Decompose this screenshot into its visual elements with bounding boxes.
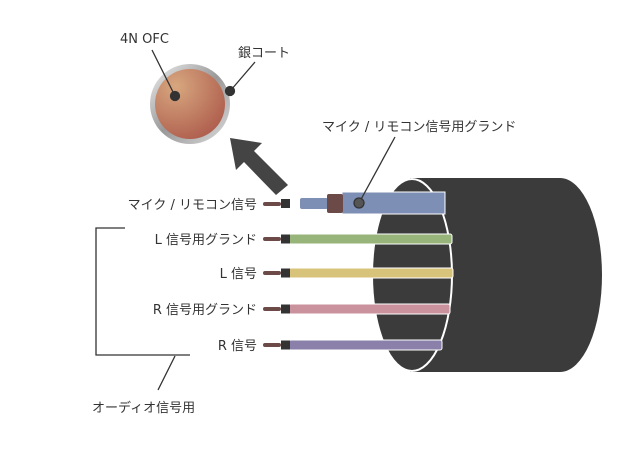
wire-r-ground (263, 303, 451, 315)
cable-jacket (371, 178, 602, 372)
wire-r-signal (263, 339, 443, 351)
label-l-ground: L 信号用グランド (155, 233, 257, 248)
label-r-ground: R 信号用グランド (153, 303, 257, 318)
arrow-icon (230, 138, 288, 195)
label-mic-ground: マイク / リモコン信号用グランド (322, 120, 516, 135)
label-audio-group: オーディオ信号用 (92, 400, 195, 416)
label-silver-coat: 銀コート (238, 46, 290, 61)
label-mic-signal: マイク / リモコン信号 (128, 198, 257, 213)
label-r-signal: R 信号 (218, 339, 257, 354)
leader-lines (95, 49, 396, 391)
wire-l-ground (263, 233, 453, 245)
label-l-signal: L 信号 (220, 267, 257, 282)
label-4n-ofc: 4N OFC (120, 32, 169, 47)
wire-l-signal (263, 267, 454, 279)
conductor-cross-section (150, 64, 230, 144)
wire-mic (263, 191, 446, 215)
